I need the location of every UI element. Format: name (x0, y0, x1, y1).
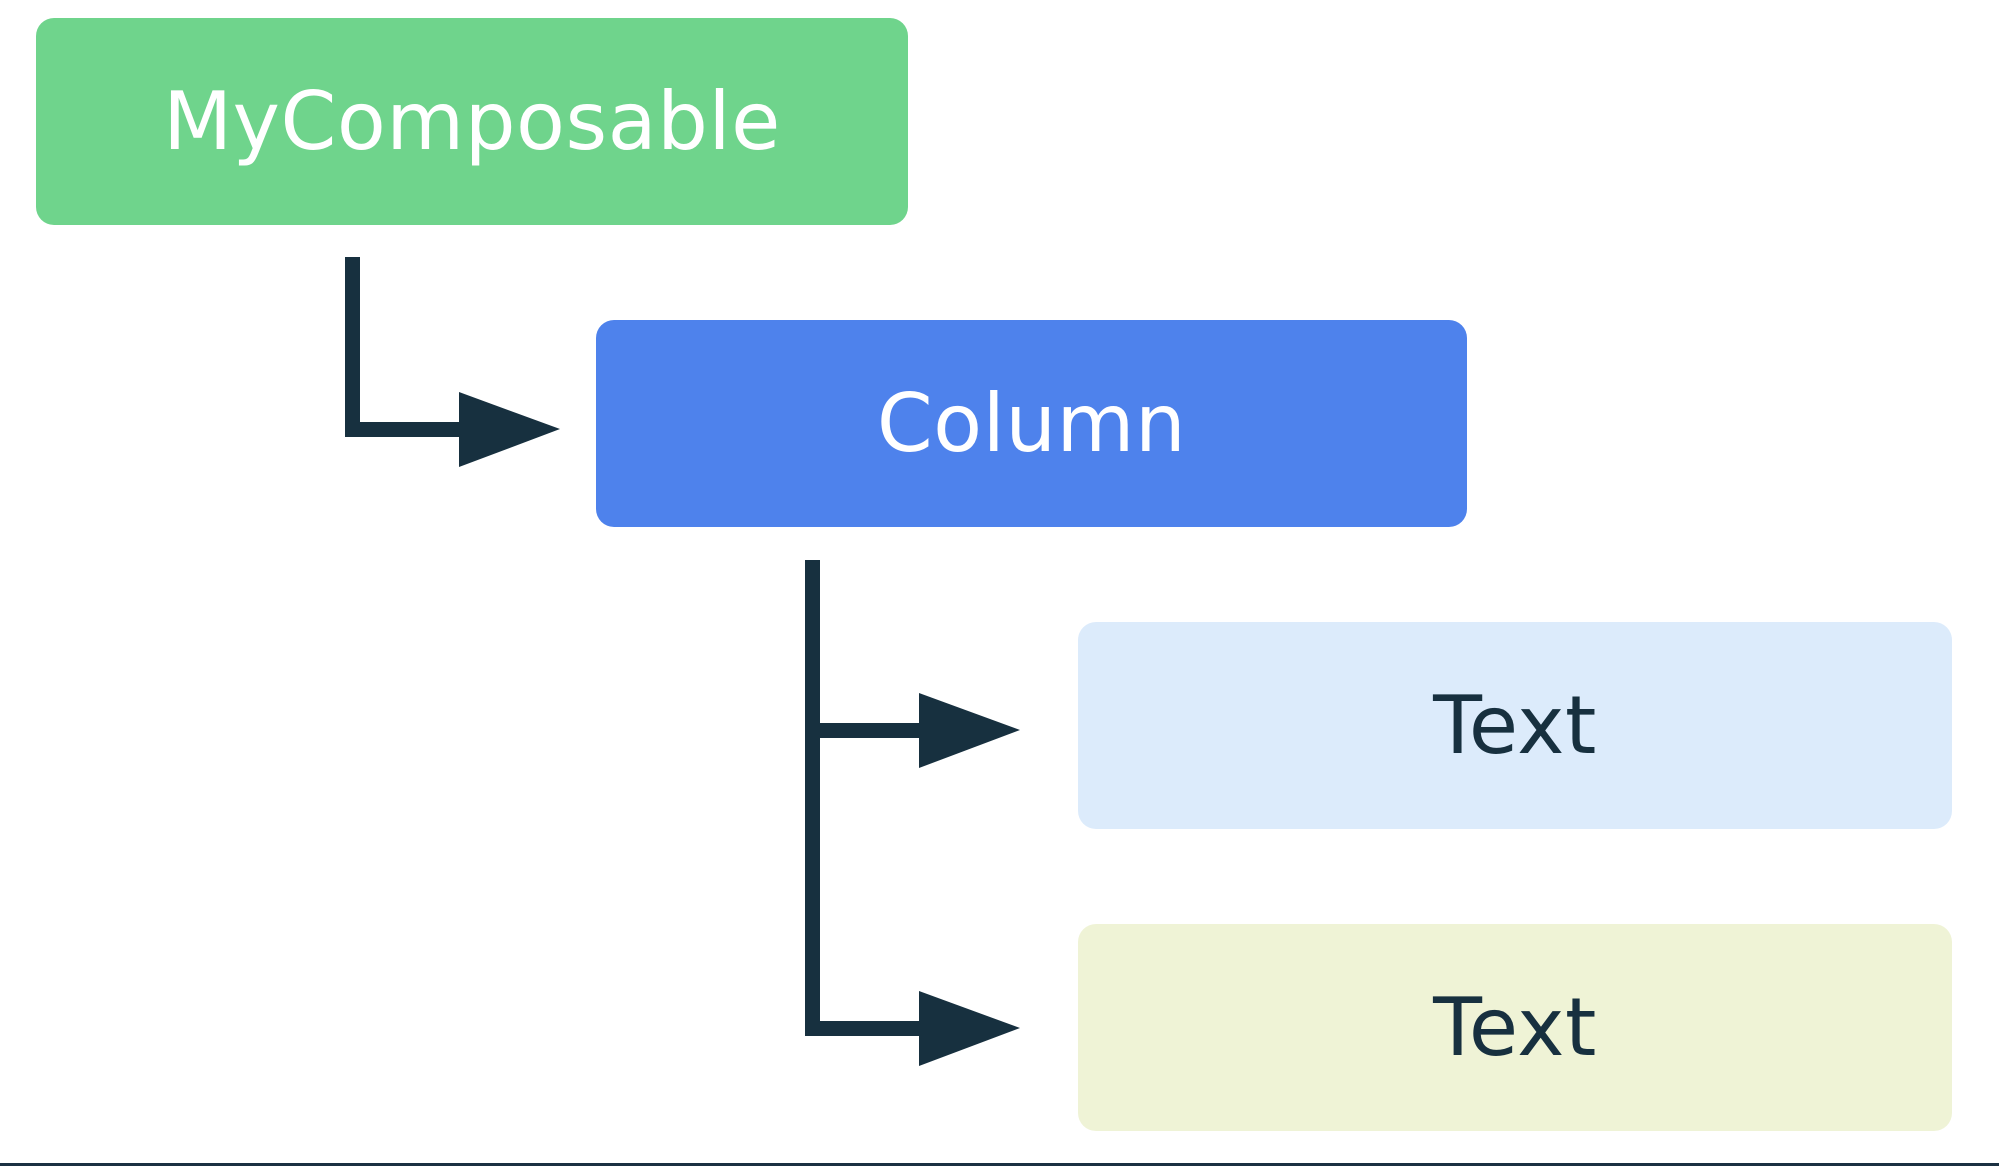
edge-stem (345, 257, 360, 437)
edge-trunk (805, 560, 820, 1035)
node-my-composable[interactable]: MyComposable (36, 18, 908, 225)
arrowhead-icon (919, 991, 1020, 1066)
edge-arm (345, 422, 463, 437)
node-text-second[interactable]: Text (1078, 924, 1952, 1131)
arrowhead-icon (459, 392, 560, 467)
edge-arm-1 (805, 723, 923, 738)
edge-arm-2 (805, 1021, 923, 1036)
bottom-divider (0, 1163, 1999, 1166)
node-label: Column (876, 376, 1187, 470)
node-label: Text (1433, 980, 1597, 1074)
edge-column-to-texts (805, 560, 1020, 1066)
node-label: MyComposable (163, 74, 781, 168)
node-column[interactable]: Column (596, 320, 1467, 527)
node-label: Text (1433, 678, 1597, 772)
edge-root-to-column (345, 257, 560, 467)
arrowhead-icon (919, 693, 1020, 768)
node-text-first[interactable]: Text (1078, 622, 1952, 829)
